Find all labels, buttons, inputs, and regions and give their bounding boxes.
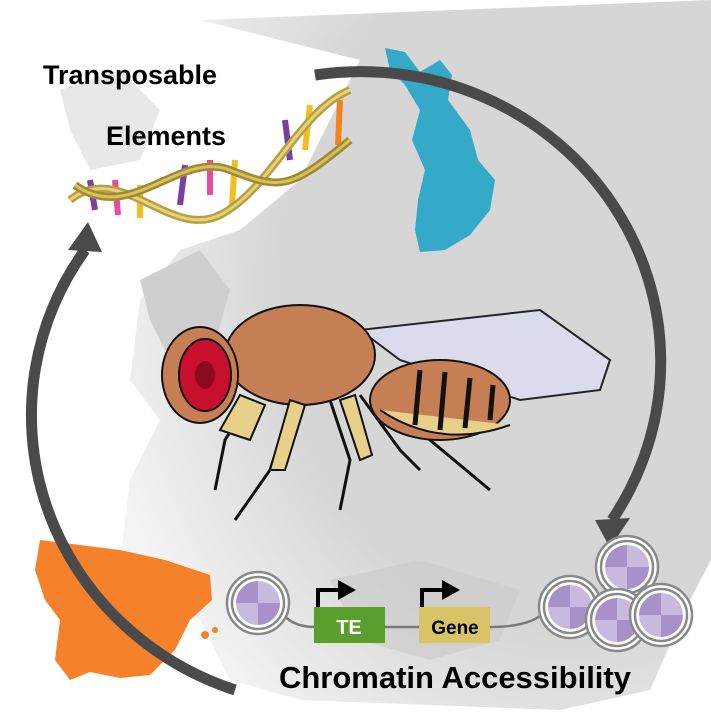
nucleosome-icon — [628, 582, 694, 648]
gene-box — [419, 607, 490, 643]
drosophila-fly-illustration — [161, 304, 612, 521]
label-chromatin-accessibility: Chromatin Accessibility — [279, 660, 632, 695]
label-elements: Elements — [106, 121, 226, 151]
gene-box-label: Gene — [431, 618, 479, 639]
gene-promoter-arrow-icon — [420, 580, 460, 607]
nucleosome-icon — [537, 574, 603, 640]
nucleosome-icon — [225, 570, 291, 636]
te-box-label: TE — [336, 617, 362, 639]
cycle-arrow-left — [25, 222, 237, 696]
dna-helix-icon — [67, 86, 353, 224]
finland-highlight — [385, 48, 495, 252]
te-box — [314, 607, 385, 643]
label-transposable: Transposable — [43, 60, 217, 90]
nucleosome-icon — [594, 534, 660, 600]
te-promoter-arrow-icon — [316, 580, 356, 607]
cycle-arrow-right — [314, 66, 667, 548]
